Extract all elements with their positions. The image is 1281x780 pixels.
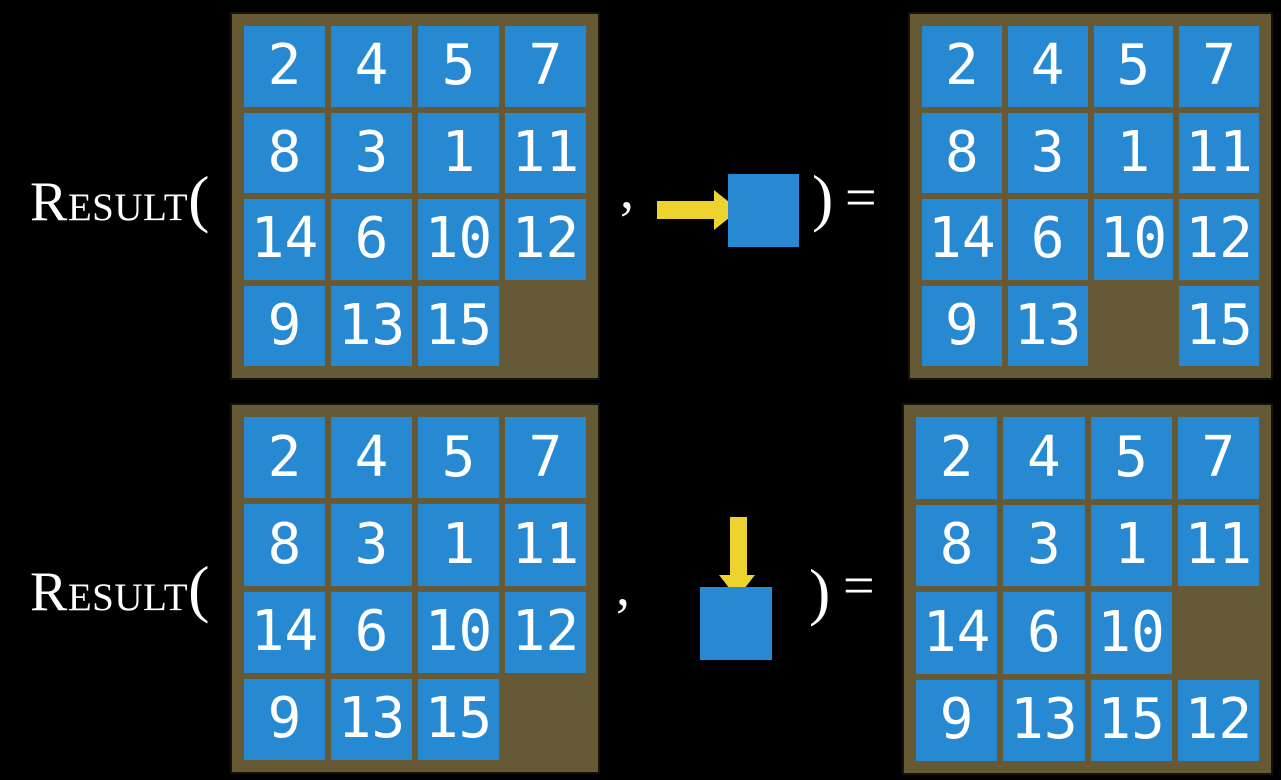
puzzle-tile: 7	[505, 417, 586, 499]
puzzle-tile: 7	[1177, 417, 1259, 499]
puzzle-tile: 2	[922, 26, 1002, 107]
puzzle-tile: 5	[418, 26, 499, 107]
equals-sign: =	[845, 167, 877, 229]
puzzle-tile: 10	[1093, 199, 1174, 280]
puzzle-tile: 12	[505, 591, 586, 673]
puzzle-tile: 12	[1177, 679, 1259, 761]
puzzle-tile: 13	[331, 285, 412, 366]
close-paren: )	[812, 162, 834, 233]
puzzle-tile: 11	[1179, 112, 1259, 193]
puzzle-tile: 12	[1179, 199, 1259, 280]
puzzle-tile: 14	[916, 592, 998, 674]
puzzle-tile: 14	[922, 199, 1002, 280]
puzzle-tile: 7	[505, 26, 586, 107]
comma-separator: ,	[616, 556, 630, 618]
puzzle-tile: 13	[1003, 679, 1085, 761]
puzzle-tile: 9	[916, 679, 998, 761]
puzzle-tile: 11	[1177, 504, 1259, 586]
puzzle-tile: 1	[418, 112, 499, 193]
puzzle-tile: 12	[505, 199, 586, 280]
puzzle-tile: 13	[1007, 285, 1088, 366]
puzzle-tile: 7	[1179, 26, 1259, 107]
puzzle-tile: 2	[244, 417, 325, 499]
puzzle-tile: 8	[244, 504, 325, 586]
puzzle-tile: 8	[916, 504, 998, 586]
puzzle-tile: 8	[244, 112, 325, 193]
puzzle-tile: 14	[244, 199, 325, 280]
puzzle-tile: 4	[1003, 417, 1085, 499]
open-paren: (	[188, 163, 210, 234]
puzzle-tile: 11	[505, 112, 586, 193]
empty-cell	[505, 286, 586, 367]
puzzle-tile: 1	[418, 504, 499, 586]
puzzle-tile: 9	[244, 285, 325, 366]
puzzle-tile: 3	[331, 112, 412, 193]
puzzle-tile: 15	[1179, 285, 1259, 366]
moved-tile-square	[700, 587, 772, 660]
puzzle-tile: 10	[418, 591, 499, 673]
puzzle-tile: 15	[418, 285, 499, 366]
empty-cell	[1094, 286, 1174, 367]
puzzle-tile: 1	[1093, 112, 1174, 193]
puzzle-tile: 4	[331, 26, 412, 107]
puzzle-tile: 6	[1007, 199, 1088, 280]
puzzle-tile: 5	[1093, 26, 1174, 107]
empty-cell	[505, 679, 586, 760]
puzzle-tile: 1	[1090, 504, 1172, 586]
puzzle-tile: 3	[1003, 504, 1085, 586]
puzzle-tile: 3	[331, 504, 412, 586]
puzzle-tile: 2	[244, 26, 325, 107]
puzzle-tile: 2	[916, 417, 998, 499]
puzzle-tile: 10	[1090, 592, 1172, 674]
puzzle-tile: 9	[922, 285, 1002, 366]
puzzle-tile: 4	[331, 417, 412, 499]
empty-cell	[1178, 592, 1259, 674]
result-function-label: Result(	[30, 167, 209, 233]
close-paren: )	[809, 556, 831, 627]
puzzle-tile: 15	[418, 678, 499, 760]
puzzle-tile: 15	[1090, 679, 1172, 761]
puzzle-tile: 6	[331, 591, 412, 673]
result-function-label: Result(	[30, 557, 209, 623]
equals-sign: =	[843, 555, 875, 617]
puzzle-tile: 6	[1003, 592, 1085, 674]
puzzle-tile: 10	[418, 199, 499, 280]
puzzle-tile: 3	[1007, 112, 1088, 193]
puzzle-tile: 5	[1090, 417, 1172, 499]
puzzle-tile: 5	[418, 417, 499, 499]
puzzle-tile: 14	[244, 591, 325, 673]
arrow-right-shaft	[657, 201, 717, 219]
puzzle-tile: 13	[331, 678, 412, 760]
arrow-down-shaft	[730, 517, 747, 577]
puzzle-tile: 8	[922, 112, 1002, 193]
function-name: Result	[30, 171, 189, 233]
open-paren: (	[188, 553, 210, 624]
puzzle-tile: 11	[505, 504, 586, 586]
puzzle-tile: 6	[331, 199, 412, 280]
puzzle-tile: 4	[1007, 26, 1088, 107]
moved-tile-square	[728, 174, 799, 247]
puzzle-tile: 9	[244, 678, 325, 760]
function-name: Result	[30, 561, 189, 623]
comma-separator: ,	[620, 159, 634, 221]
